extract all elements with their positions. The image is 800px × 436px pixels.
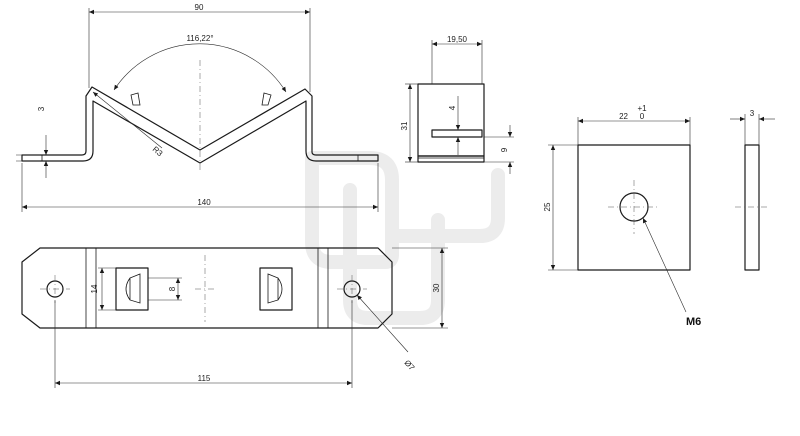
dim-text-8: 8 xyxy=(168,286,177,291)
washer-side-outline xyxy=(744,144,760,271)
slot-right-outline xyxy=(259,267,293,311)
dim-text-22-tol-upper: +1 xyxy=(637,104,647,113)
dim-text-31: 31 xyxy=(400,121,409,130)
dim-text-9: 9 xyxy=(500,147,509,152)
label-thread: M6 xyxy=(686,316,701,328)
dim-text-1950: 19,50 xyxy=(447,35,468,44)
leader-hole-diameter xyxy=(356,294,409,353)
dim-text-140: 140 xyxy=(197,198,211,207)
leader-thread xyxy=(642,217,687,313)
front-view: 90 116,22° R3 3 140 xyxy=(16,3,379,212)
dim-text-90: 90 xyxy=(195,3,204,12)
front-view-outer-contour xyxy=(21,86,379,164)
top-view-outline xyxy=(21,247,393,329)
dim-text-flange-thickness: 3 xyxy=(37,106,46,111)
dim-text-radius: R3 xyxy=(151,145,165,159)
leader-radius xyxy=(92,91,163,149)
slot-left-tab xyxy=(125,273,141,304)
dim-text-22-tol-lower: 0 xyxy=(640,112,645,121)
washer-side-view: 3 xyxy=(730,109,775,271)
side-view-outline xyxy=(417,83,485,157)
side-view: 19,50 31 4 9 xyxy=(400,35,514,174)
dim-text-hole-diameter: Ø7 xyxy=(403,358,417,372)
dim-arc-angle xyxy=(113,43,287,93)
watermark-logo xyxy=(305,151,505,325)
dim-text-25: 25 xyxy=(543,202,552,211)
slot-left-outline xyxy=(115,267,149,311)
dim-text-30: 30 xyxy=(432,283,441,292)
dim-text-angle: 116,22° xyxy=(186,34,213,43)
slot-right-tab xyxy=(267,273,283,304)
washer-view: 22 +1 0 25 M6 xyxy=(543,104,701,328)
dim-text-14: 14 xyxy=(90,284,99,293)
washer-outline xyxy=(577,144,691,271)
dim-text-washer-thickness: 3 xyxy=(750,109,755,118)
dim-text-22: 22 xyxy=(619,112,628,121)
tab-right xyxy=(261,92,272,106)
dim-text-4: 4 xyxy=(448,105,457,110)
dim-text-115: 115 xyxy=(198,374,211,383)
side-view-flange xyxy=(417,155,485,163)
side-view-slot xyxy=(431,129,483,138)
tab-left xyxy=(130,92,141,106)
top-view: 14 8 30 Ø7 115 xyxy=(21,247,448,388)
